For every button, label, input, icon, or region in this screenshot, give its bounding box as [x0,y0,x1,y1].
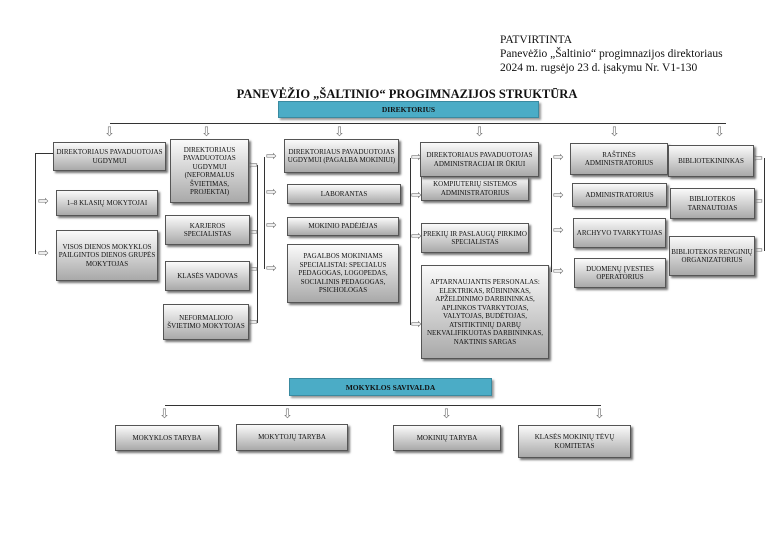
arrow-right-icon: ⇨ [38,246,49,261]
arrow-right-icon: ⇨ [553,264,564,279]
arrow-right-icon: ⇨ [553,188,564,203]
arrow-left-icon: ⇦ [752,194,763,209]
arrow-right-icon: ⇨ [266,149,277,164]
org-box: KARJEROS SPECIALISTAS [165,215,250,245]
page-title: PANEVĖŽIO „ŠALTINIO“ PROGIMNAZIJOS STRUK… [236,87,578,101]
arrow-down-icon: ⇩ [159,407,170,422]
org-box: ADMINISTRATORIUS [572,183,667,207]
arrow-left-icon: ⇦ [752,151,763,166]
arrow-right-icon: ⇨ [411,150,422,165]
connector-line [165,405,601,407]
arrow-down-icon: ⇩ [282,407,293,422]
org-box: DIREKTORIAUS PAVADUOTOJAS UGDYMUI [53,142,166,171]
connector-line [410,158,411,325]
arrow-down-icon: ⇩ [714,125,725,140]
arrow-right-icon: ⇨ [266,218,277,233]
org-box: BIBLIOTEKOS TARNAUTOJAS [670,188,755,219]
org-box: PAGALBOS MOKINIAMS SPECIALISTAI: SPECIAL… [287,244,399,303]
connector-line [264,157,265,269]
org-box: MOKINIO PADĖJĖJAS [287,217,399,236]
arrow-left-icon: ⇦ [247,225,258,240]
arrow-down-icon: ⇩ [594,407,605,422]
arrow-right-icon: ⇨ [266,185,277,200]
org-box: 1–8 KLASIŲ MOKYTOJAI [56,190,158,216]
org-box: RAŠTINĖS ADMINISTRATORIUS [570,143,668,175]
org-box: DUOMENŲ ĮVESTIES OPERATORIUS [574,258,666,288]
connector-line [110,123,726,125]
arrow-down-icon: ⇩ [201,125,212,140]
arrow-left-icon: ⇦ [752,243,763,258]
connector-line [257,165,258,323]
connector-line [551,158,552,272]
org-box: KOMPIUTERIŲ SISTEMOS ADMINISTRATORIUS [421,176,529,201]
director-box: DIREKTORIUS [278,101,539,118]
arrow-right-icon: ⇨ [411,188,422,203]
arrow-down-icon: ⇩ [441,407,452,422]
council-box: MOKINIŲ TARYBA [393,425,501,451]
org-box: DIREKTORIAUS PAVADUOTOJAS UGDYMUI (PAGAL… [284,139,399,173]
org-box: LABORANTAS [287,184,401,204]
org-box: NEFORMALIOJO ŠVIETIMO MOKYTOJAS [163,304,249,340]
arrow-down-icon: ⇩ [104,125,115,140]
arrow-right-icon: ⇨ [553,150,564,165]
org-box: DIREKTORIAUS PAVADUOTOJAS UGDYMUI (NEFOR… [170,139,249,203]
arrow-right-icon: ⇨ [38,194,49,209]
arrow-down-icon: ⇩ [609,125,620,140]
org-box: DIREKTORIAUS PAVADUOTOJAS ADMINISTRACIJA… [420,142,539,177]
approval-line: PATVIRTINTA [500,34,573,46]
council-box: KLASĖS MOKINIŲ TĖVŲ KOMITETAS [518,425,631,458]
org-box: VISOS DIENOS MOKYKLOS PAILGINTOS DIENOS … [56,230,158,281]
arrow-down-icon: ⇩ [474,125,485,140]
connector-line [35,153,53,154]
approval-line: Panevėžio „Šaltinio“ progimnazijos direk… [500,48,723,60]
org-box: KLASĖS VADOVAS [165,261,250,291]
council-box: MOKYKLOS TARYBA [115,425,219,451]
arrow-left-icon: ⇦ [247,158,258,173]
approval-line: 2024 m. rugsėjo 23 d. įsakymu Nr. V1-130 [500,62,698,74]
arrow-right-icon: ⇨ [553,223,564,238]
org-box: BIBLIOTEKOS RENGINIŲ ORGANIZATORIUS [669,236,755,276]
self-government-box: MOKYKLOS SAVIVALDA [289,378,492,396]
org-box: APTARNAUJANTIS PERSONALAS: ELEKTRIKAS, R… [421,265,549,359]
arrow-right-icon: ⇨ [266,261,277,276]
arrow-right-icon: ⇨ [411,317,422,332]
connector-line [35,153,36,254]
arrow-left-icon: ⇦ [247,315,258,330]
connector-line [764,158,765,251]
arrow-left-icon: ⇦ [247,262,258,277]
org-box: BIBLIOTEKININKAS [668,145,754,177]
arrow-down-icon: ⇩ [334,125,345,140]
arrow-right-icon: ⇨ [411,229,422,244]
council-box: MOKYTOJŲ TARYBA [236,424,348,451]
org-box: ARCHYVO TVARKYTOJAS [573,218,666,248]
org-box: PREKIŲ IR PASLAUGŲ PIRKIMO SPECIALISTAS [421,223,529,253]
approval-header: PATVIRTINTA Panevėžio „Šaltinio“ progimn… [500,33,723,75]
